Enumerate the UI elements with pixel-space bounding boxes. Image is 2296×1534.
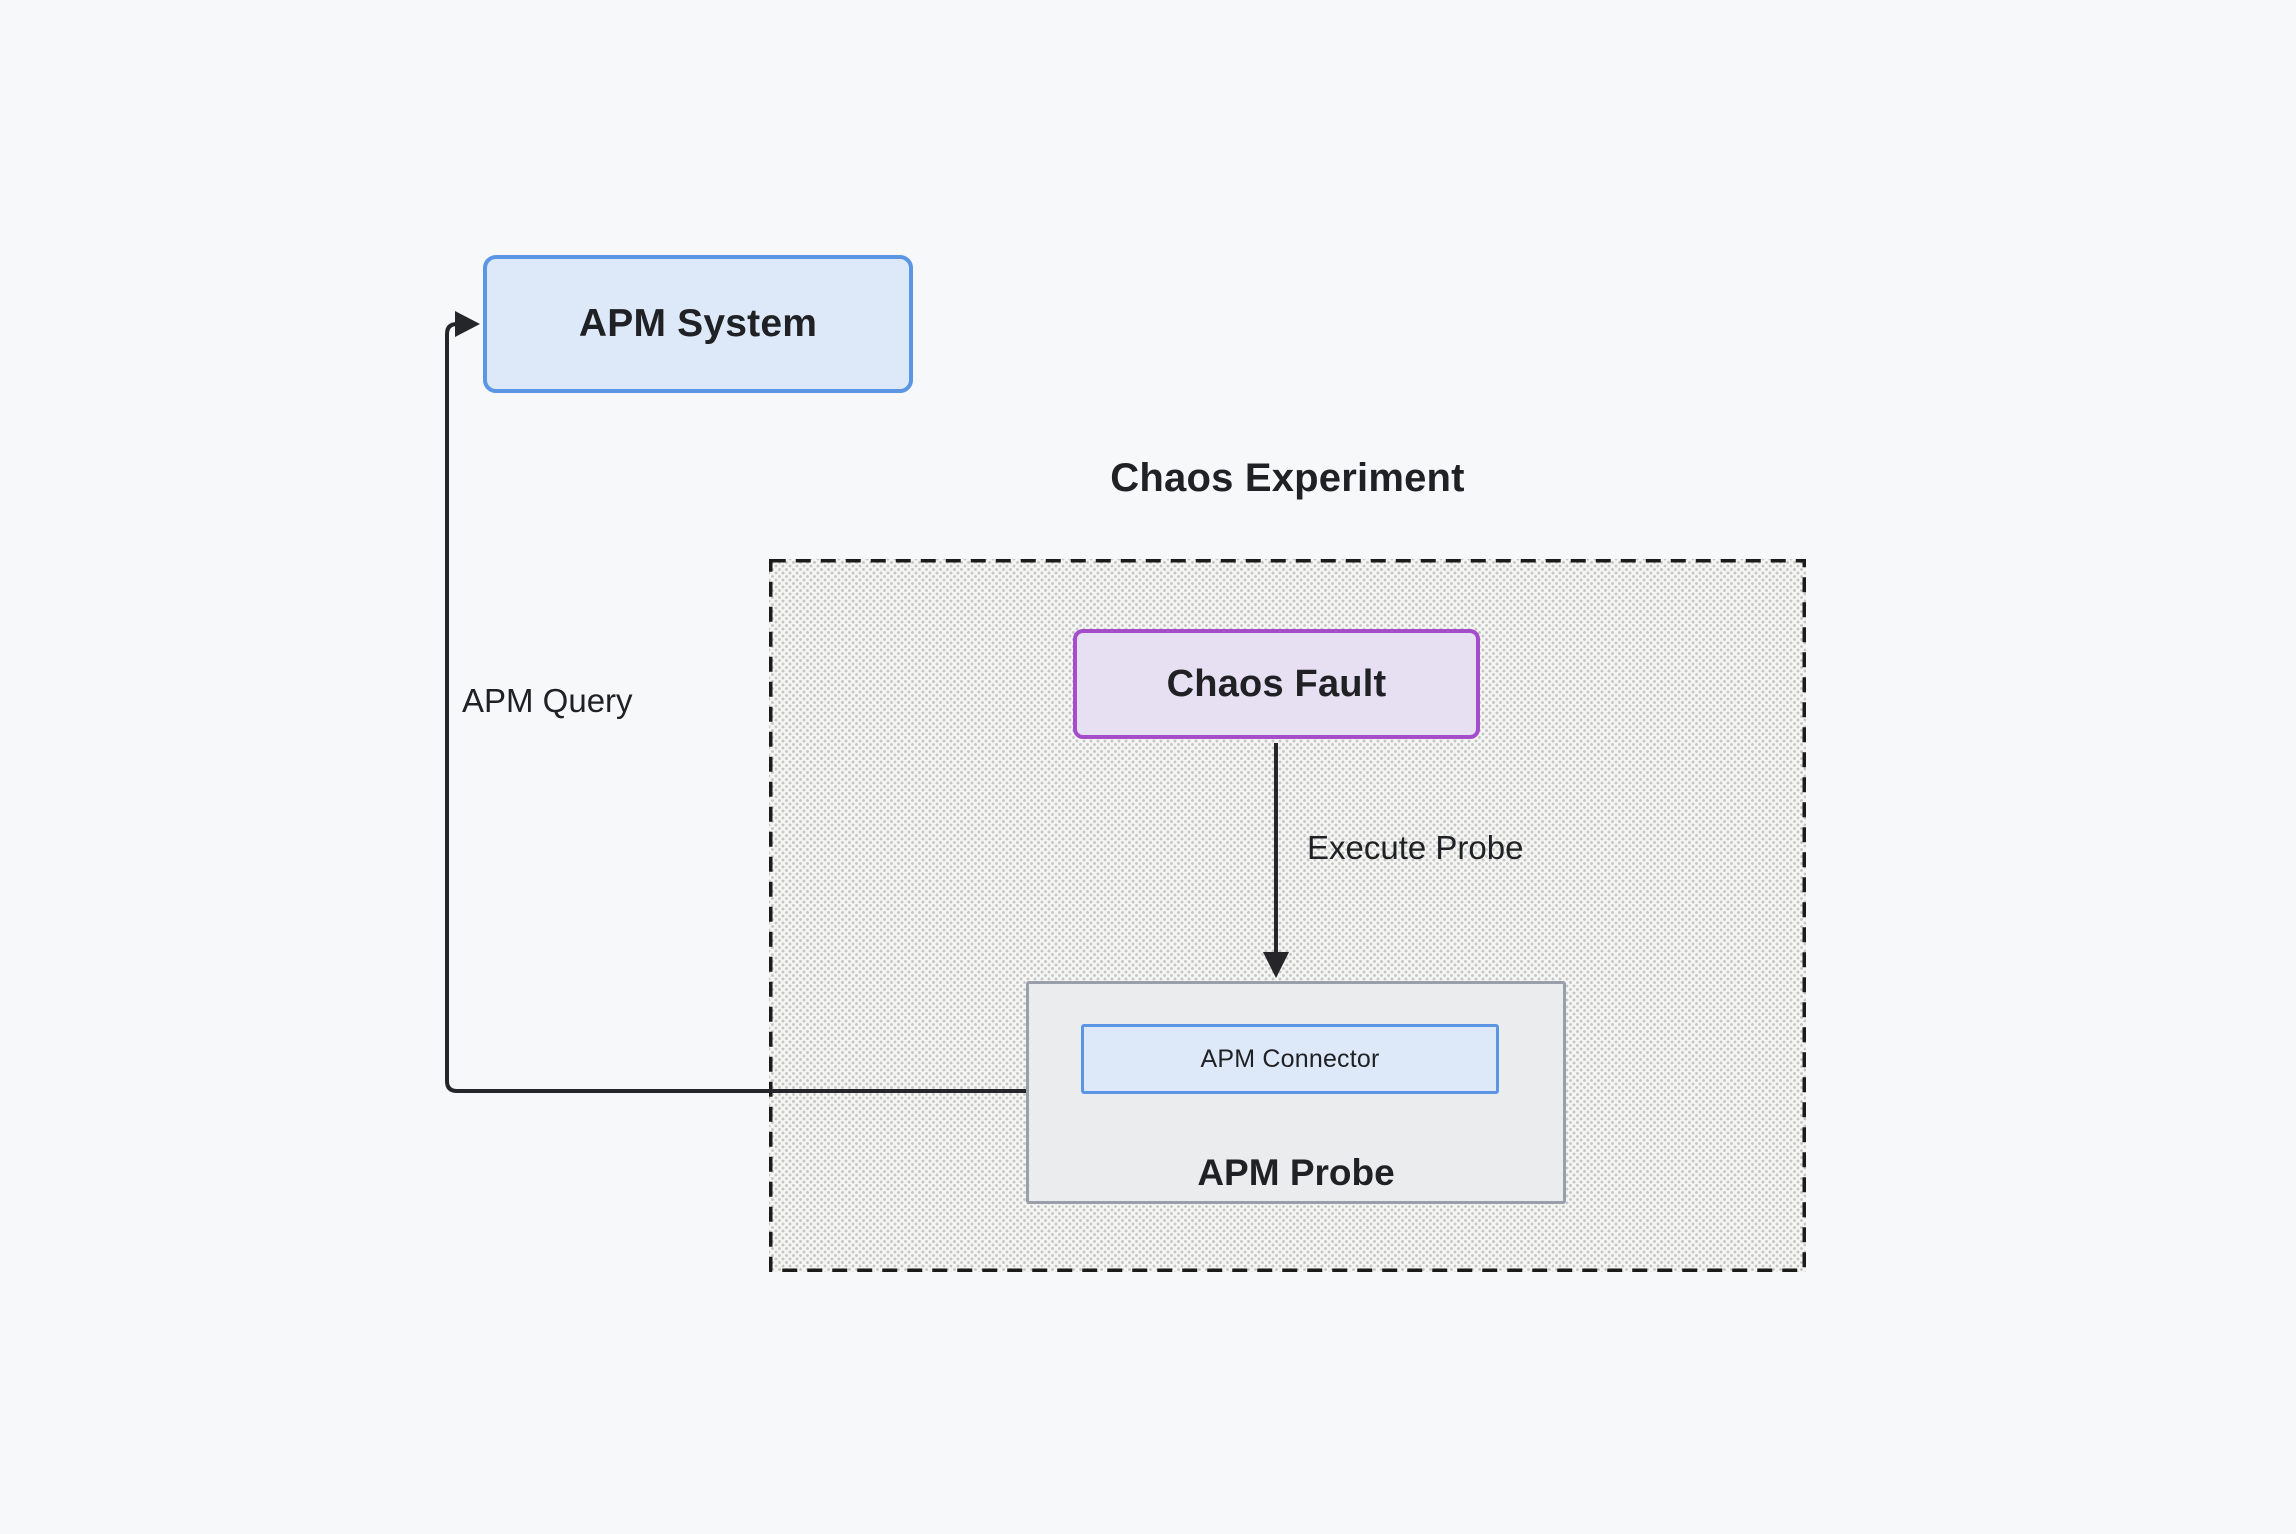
chaos-fault-label: Chaos Fault (1166, 662, 1387, 705)
apm-query-arrowhead (455, 311, 480, 337)
chaos-experiment-group-label: Chaos Experiment (1110, 456, 1465, 500)
apm-connector-label: APM Connector (1200, 1044, 1380, 1073)
node-apm-connector: APM Connector (1081, 1024, 1499, 1094)
execute-probe-edge-label: Execute Probe (1307, 829, 1524, 866)
node-apm-probe: APM Connector APM Probe (1026, 981, 1566, 1204)
node-apm-system: APM System (483, 255, 913, 393)
apm-probe-label: APM Probe (1197, 1152, 1395, 1193)
apm-system-label: APM System (578, 302, 818, 345)
apm-query-edge-label: APM Query (462, 682, 633, 719)
node-chaos-fault: Chaos Fault (1073, 629, 1480, 739)
